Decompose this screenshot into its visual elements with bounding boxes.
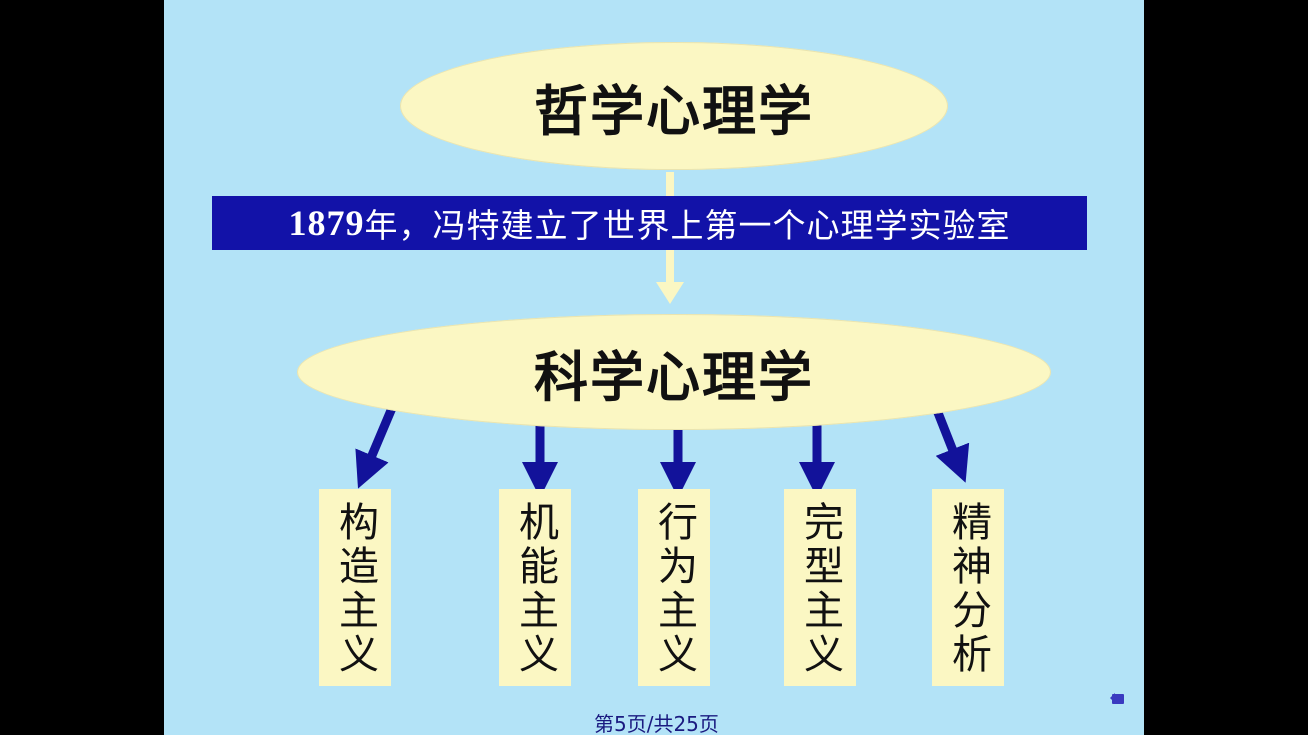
school-label: 完型主义 xyxy=(797,501,843,677)
scientific-psychology-node: 科学心理学 xyxy=(297,314,1051,430)
school-functionalism: 机能主义 xyxy=(499,489,571,686)
connector-arrow-head xyxy=(656,282,684,304)
arrow-to-school-1 xyxy=(355,406,397,489)
school-label: 机能主义 xyxy=(512,501,558,677)
banner-year: 1879 xyxy=(288,203,365,243)
school-psychoanalysis: 精神分析 xyxy=(932,489,1004,686)
banner-text: 年，冯特建立了世界上第一个心理学实验室 xyxy=(364,206,1011,245)
scientific-psychology-label: 科学心理学 xyxy=(534,345,814,409)
school-label: 精神分析 xyxy=(945,501,991,677)
page-indicator: 第5页/共25页 xyxy=(594,712,719,735)
philosophical-psychology-label: 哲学心理学 xyxy=(534,79,814,143)
school-label: 行为主义 xyxy=(651,501,697,677)
school-structuralism: 构造主义 xyxy=(319,489,391,686)
school-label: 构造主义 xyxy=(332,501,378,677)
school-gestalt: 完型主义 xyxy=(784,489,856,686)
philosophical-psychology-node: 哲学心理学 xyxy=(400,42,948,170)
school-behaviorism: 行为主义 xyxy=(638,489,710,686)
back-nav-icon[interactable] xyxy=(1110,692,1124,704)
